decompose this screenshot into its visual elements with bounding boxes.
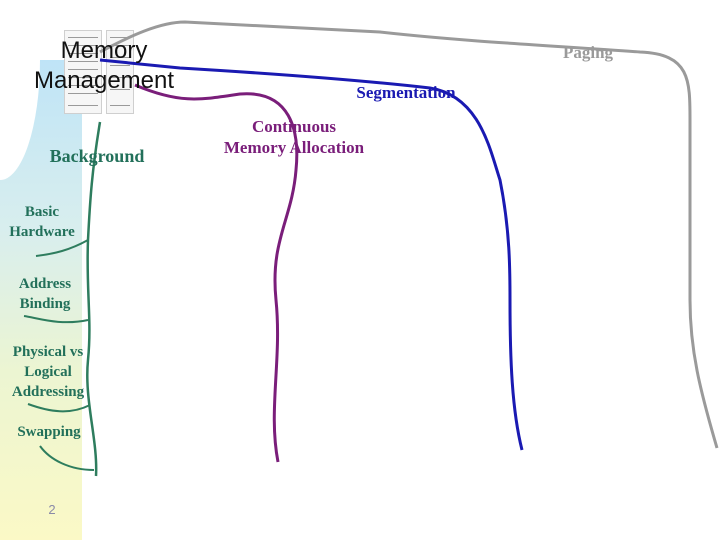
item-basic-hardware[interactable]: Basic Hardware (9, 204, 75, 240)
memory-thumbnail-right (106, 30, 134, 114)
item-address-binding[interactable]: Address Binding (18, 276, 72, 312)
paging-branch-line (99, 20, 719, 449)
page-number: 2 (48, 502, 56, 517)
continuous-branch-line (134, 83, 299, 463)
topic-background[interactable]: Background (49, 146, 145, 166)
item-swapping[interactable]: Swapping (17, 424, 81, 440)
basic-hardware-hook (35, 239, 89, 257)
topic-segmentation[interactable]: Segmentation (356, 83, 456, 102)
memory-thumbnail-left (64, 30, 102, 114)
addressing-hook (27, 403, 91, 413)
swapping-hook (39, 445, 95, 471)
topic-paging[interactable]: Paging (562, 43, 614, 62)
item-physical-vs-logical-addressing[interactable]: Physical vs Logical Addressing (11, 344, 85, 400)
slide-title: Memory Management (33, 37, 175, 94)
address-binding-hook (23, 315, 89, 324)
background-branch-line (86, 121, 102, 477)
topic-continuous-memory-allocation[interactable]: Continuous Memory Allocation (223, 117, 365, 157)
segmentation-branch-line (99, 58, 524, 451)
